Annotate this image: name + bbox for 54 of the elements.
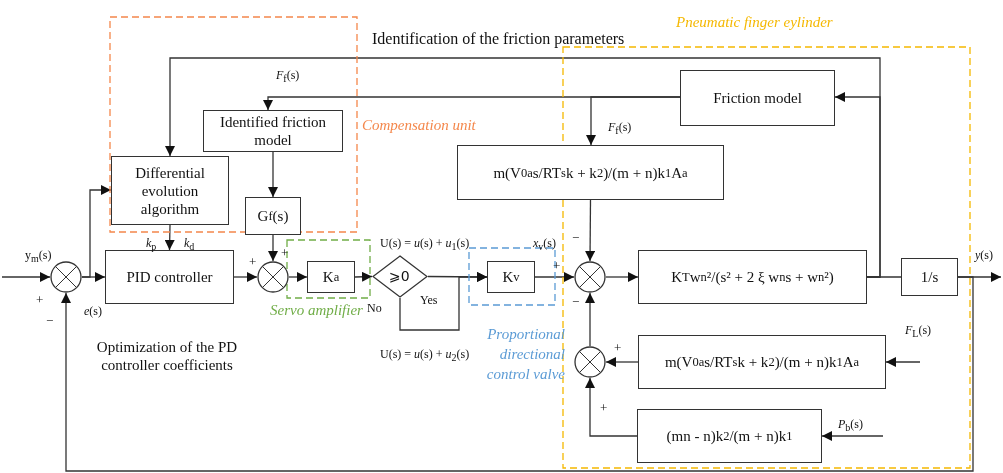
arrow [605, 272, 639, 282]
arrow [233, 272, 258, 282]
transfer-function-block: Friction model [680, 70, 835, 126]
arrow [585, 199, 596, 262]
sign-label: + [614, 340, 622, 356]
sign-label: − [572, 294, 580, 310]
arrow [268, 234, 278, 262]
group-title: Compensation unit [362, 116, 476, 135]
edge-label: P$_{b}$(s) [838, 417, 863, 436]
arrow [821, 431, 884, 441]
edge-label: x$_{v}$(s) [533, 236, 556, 255]
edge-label: U(s) = u(s) + u$_{1}$(s) [380, 236, 470, 255]
arrow [605, 357, 639, 367]
transfer-function-block: 1/s [901, 258, 958, 296]
arrow [354, 271, 373, 282]
signal-label: U(s) = u(s) + u$_{2}$(s) [380, 347, 470, 366]
edge-label: y$_{m}$(s) [25, 248, 52, 267]
arrow [885, 357, 921, 367]
arrow [268, 151, 278, 198]
group-title: Proportional directional control valve [485, 325, 565, 384]
sign-label: − [46, 313, 54, 329]
edge-label: F$_{f}$(s) [608, 120, 632, 139]
sign-label: − [572, 230, 580, 246]
arrow [61, 276, 974, 472]
sign-label: + [553, 258, 561, 274]
arrow [399, 272, 488, 331]
edge-label: Identification of the friction parameters [372, 30, 625, 48]
transfer-function-block: Identified friction model [203, 110, 343, 152]
arrow [534, 272, 575, 282]
branch-label: No [367, 301, 382, 316]
arrow [585, 292, 595, 347]
edge-label: y(s) [975, 248, 993, 262]
sign-label: + [281, 245, 289, 261]
arrow [81, 185, 112, 278]
arrow [586, 96, 681, 146]
edge-label: Yes [420, 293, 438, 307]
group-title: Pneumatic finger eylinder [676, 13, 833, 32]
sign-label: + [249, 254, 257, 270]
signal-line [866, 276, 902, 278]
sign-label: + [600, 400, 608, 416]
edge-label: F$_{L}$(s) [905, 323, 932, 342]
arrow [164, 224, 175, 251]
arrow [1, 272, 51, 282]
edge-label: e(s) [84, 304, 102, 318]
edge-label: F$_{f}$(s) [276, 68, 300, 87]
arrow [585, 377, 638, 437]
sign-label: + [36, 292, 44, 308]
annotation-text: Optimization of the PD controller coefficients [95, 338, 239, 374]
group-title: Servo amplifier [270, 301, 363, 320]
arrow [834, 92, 881, 278]
condition-label: ⩾0 [389, 268, 410, 283]
arrow [288, 272, 308, 282]
transfer-function-block: PID controller [105, 250, 234, 304]
transfer-function-block: Differential evolution algorithm [111, 156, 229, 225]
